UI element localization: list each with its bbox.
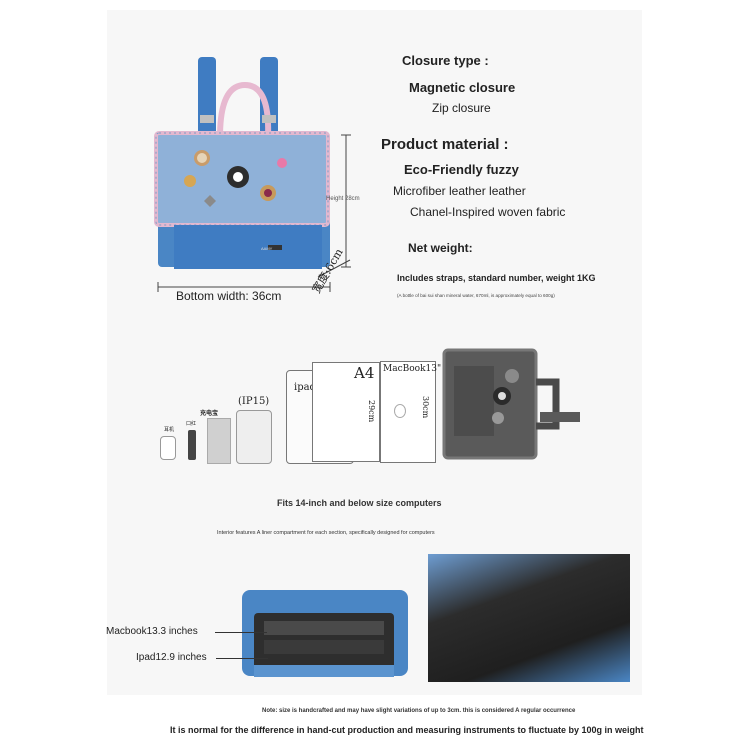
closure-item-magnetic: Magnetic closure (409, 80, 516, 95)
a4-card (312, 362, 380, 462)
lipstick-icon (188, 430, 196, 460)
note-variation: Note: size is handcrafted and may have s… (262, 708, 576, 714)
height-label: Height 28cm (326, 196, 360, 202)
bag-tag: AAMY (261, 246, 273, 251)
apple-icon (394, 404, 406, 418)
fits-caption: Fits 14-inch and below size computers (277, 498, 442, 508)
a4-dim: 29cm (367, 400, 376, 423)
phone-label: (IP15) (238, 396, 270, 407)
material-item-fuzzy: Eco-Friendly fuzzy (404, 162, 519, 177)
gray-bag-photo (442, 348, 580, 460)
macbook-card (380, 361, 436, 463)
closure-item-zip: Zip closure (432, 101, 491, 115)
weight-title: Net weight: (408, 241, 473, 255)
a4-label: A4 (354, 364, 375, 382)
weight-desc: Includes straps, standard number, weight… (397, 273, 596, 283)
macbook-label: MacBook13" (383, 364, 442, 374)
earbuds-label: 耳机 (164, 427, 175, 433)
macbook-pointer (215, 632, 267, 633)
material-title: Product material : (381, 136, 509, 153)
material-item-fabric: Chanel-Inspired woven fabric (410, 205, 566, 219)
note-weight: It is normal for the difference in hand-… (170, 725, 644, 735)
macbook-caption: Macbook13.3 inches (106, 626, 198, 637)
backpack-photo (154, 57, 351, 292)
powerbank-label: 充电宝 (200, 410, 219, 417)
material-item-leather: Microfiber leather leather (393, 184, 526, 198)
ipad-caption: Ipad12.9 inches (136, 652, 207, 663)
weight-note: (A bottle of bai sui shan mineral water,… (397, 293, 555, 298)
powerbank-icon (207, 418, 231, 464)
interior-open-photo (242, 590, 408, 677)
earbuds-icon (160, 436, 176, 460)
ipad-pointer (216, 658, 268, 659)
macbook-dim: 30cm (421, 396, 430, 419)
interior-closeup-photo (428, 554, 630, 682)
closure-title: Closure type : (402, 53, 489, 68)
phone-icon (236, 410, 272, 464)
interior-caption: Interior features A liner compartment fo… (217, 530, 435, 536)
bottom-width-label: Bottom width: 36cm (176, 289, 282, 303)
lipstick-label: 口红 (186, 421, 197, 427)
